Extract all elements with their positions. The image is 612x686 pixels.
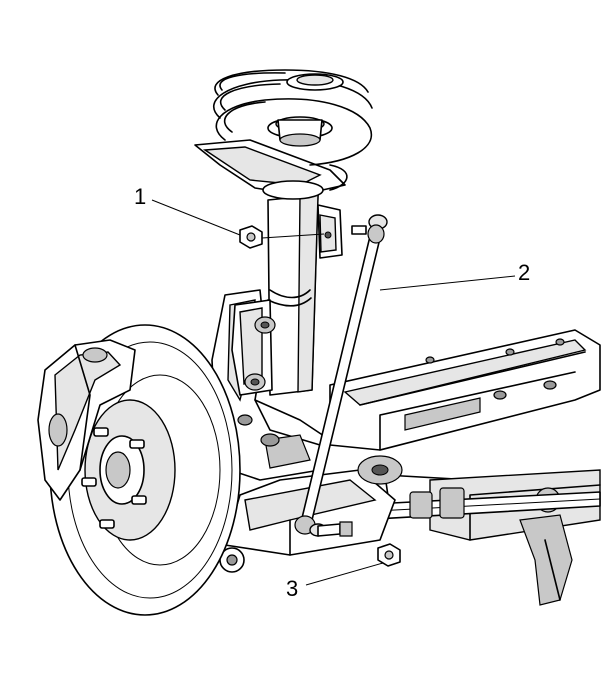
brake-caliper [37, 339, 136, 501]
coil-spring [213, 69, 373, 191]
leader-lines [151, 199, 516, 586]
callout-2: 2 [518, 260, 531, 285]
stabilizer-link [294, 214, 388, 537]
lower-link-nut [377, 543, 401, 567]
callout-3: 3 [286, 576, 299, 601]
leader-line-1-extension [261, 233, 325, 239]
leader-line-3 [305, 562, 384, 586]
leader-line-2 [379, 275, 516, 291]
spring-seat [194, 139, 346, 200]
leader-line-1 [151, 199, 241, 236]
upper-link-nut [239, 225, 263, 249]
strut-assembly [231, 194, 343, 396]
callout-1: 1 [134, 184, 147, 209]
stabilizer-bar [354, 487, 601, 521]
wheel-studs [81, 427, 147, 529]
